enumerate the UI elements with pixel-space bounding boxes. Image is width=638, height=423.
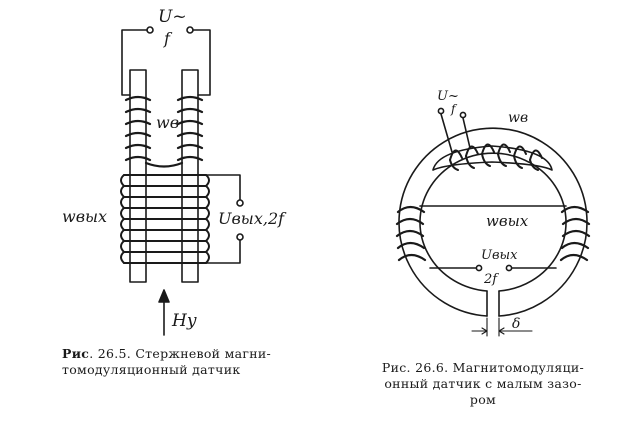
fig1-excitation-winding bbox=[124, 95, 204, 168]
fig1-freq-label: f bbox=[163, 29, 173, 48]
fig2-excitation-label: wв bbox=[508, 110, 528, 126]
fig1-supply-leads bbox=[121, 26, 211, 96]
fig2-supply-label: U~ bbox=[437, 89, 459, 104]
fig1-output-winding bbox=[120, 174, 210, 264]
fig1-output-voltage-label: Uвых,2f bbox=[218, 209, 287, 228]
fig2-excitation-winding bbox=[449, 143, 543, 171]
fig1-rod-sensor: U~ f wв wвых Uвых,2f Hу bbox=[62, 7, 287, 336]
fig1-caption: Рис. 26.5. Стержневой магни- томодуляцио… bbox=[62, 346, 312, 378]
fig1-caption-line1: Рис. 26.5. Стержневой магни- bbox=[62, 346, 312, 362]
fig1-field-label: Hу bbox=[171, 311, 197, 331]
fig2-ring-inner bbox=[419, 152, 567, 292]
fig2-gap-dimension bbox=[471, 317, 533, 337]
fig1-caption-line2: томодуляционный датчик bbox=[62, 362, 241, 377]
fig1-supply-label: U~ bbox=[158, 7, 187, 27]
fig2-caption-line2: онный датчик с малым зазо- bbox=[384, 376, 582, 391]
fig2-output-winding-label: wвых bbox=[486, 212, 529, 230]
fig1-caption-prefix: Рис bbox=[62, 346, 90, 361]
fig2-supply-leads bbox=[437, 107, 471, 153]
fig2-output-voltage-label: Uвых bbox=[481, 248, 518, 263]
fig2-output-terminals bbox=[429, 264, 557, 272]
fig2-output-winding-right bbox=[559, 205, 591, 262]
fig2-caption-line1: Рис. 26.6. Магнитомодуляци- bbox=[381, 360, 585, 375]
fig2-gap-label: δ bbox=[512, 316, 520, 332]
fig2-caption: Рис. 26.6. Магнитомодуляци- онный датчик… bbox=[358, 360, 608, 408]
fig1-field-arrow bbox=[158, 289, 170, 336]
fig1-output-leads bbox=[205, 174, 244, 264]
fig1-caption-line1-text: . 26.5. Стержневой магни- bbox=[89, 346, 271, 361]
fig2-ring-sensor: U~ f wв wвых Uвых 2f δ bbox=[395, 89, 591, 337]
fig2-output-winding-left bbox=[395, 205, 427, 262]
fig2-ring-outer bbox=[398, 127, 588, 317]
fig2-caption-line3: ром bbox=[469, 392, 497, 407]
fig1-output-winding-label: wвых bbox=[62, 207, 107, 226]
fig2-output-freq-label: 2f bbox=[483, 272, 499, 287]
fig2-freq-label: f bbox=[450, 102, 458, 116]
fig2-top-slot bbox=[432, 145, 553, 171]
fig1-excitation-label: wв bbox=[156, 113, 179, 132]
